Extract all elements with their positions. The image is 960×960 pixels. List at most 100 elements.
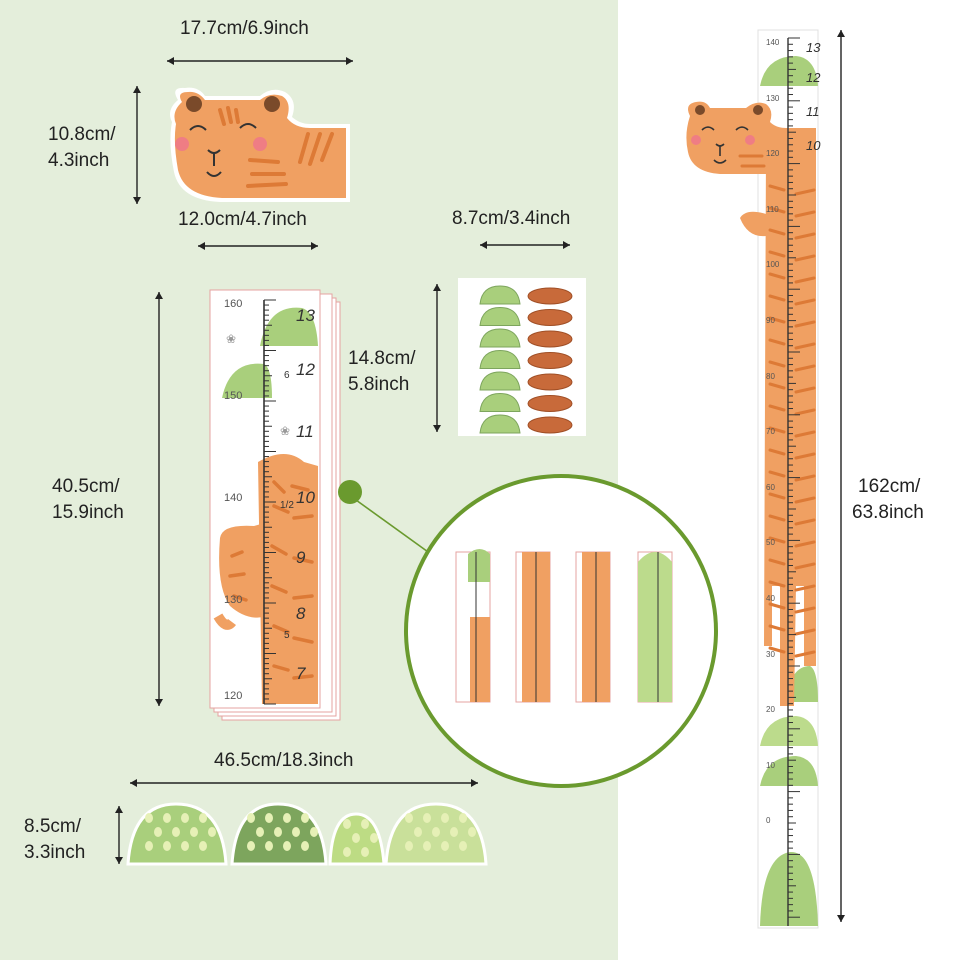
tall-cm-label: 0 [766,816,771,826]
strip-cm-label: 120 [224,690,243,702]
head-width-label: 17.7cm/6.9inch [180,18,309,39]
tall-cm-label: 20 [766,705,775,715]
tall-cm-label: 110 [766,204,779,214]
tall-cm-label: 10 [766,760,775,770]
tiger-stripe [794,188,816,196]
tiger-stripe [794,606,816,614]
strip-age-label: 7 [296,664,306,683]
bush-dot [181,841,189,851]
sticker-height-label-1: 14.8cm/ [348,348,416,369]
tiger-stripe [794,320,816,328]
bush-dot [199,841,207,851]
sticker-height-arrow [433,284,441,432]
total-height-label-1: 162cm/ [858,476,921,497]
tiger-stripe [768,338,786,346]
tiger-stripe [794,562,816,570]
bush-dot [154,827,162,837]
tiger-stripe [768,316,786,324]
tiger-stripe [768,646,786,654]
bush-dot [274,827,282,837]
bush-height-arrow [115,806,123,864]
strip-height-arrow [155,292,163,706]
ruler-strip-stack [208,286,348,726]
strip-feet-label: 5 [284,630,290,641]
bush-dot [265,813,273,823]
bush-sticker [479,285,521,305]
mini-bush [468,549,490,582]
strip-height-label-1: 40.5cm/ [52,476,120,497]
bush-sticker [479,392,521,412]
bush-dot [361,847,369,857]
bush-dot [343,819,351,829]
tiger-stripe [768,294,786,302]
tiger-stripe [768,382,786,390]
tiger-stripe [794,386,816,394]
strip-feet-label: 1/2 [280,500,294,511]
bush-dot [423,813,431,823]
sticker-width-label: 8.7cm/3.4inch [452,208,571,229]
bush-sticker [479,371,521,391]
bush-dot [459,813,467,823]
bush-dot [163,813,171,823]
bush-dot [256,827,264,837]
head-height-arrow [133,86,141,204]
tall-cm-label: 60 [766,482,775,492]
zoom-circle [402,472,720,790]
tiger-stripe [768,514,786,522]
tiger-stripe [794,298,816,306]
tall-age-label: 13 [806,40,821,55]
bush-dot [414,827,422,837]
bush-stickers [126,800,496,870]
tiger-stripe [794,232,816,240]
bush-dot [432,827,440,837]
tall-cm-label: 50 [766,538,775,548]
bush-dot [247,813,255,823]
strip-age-label: 11 [296,422,314,441]
bush-dot [301,813,309,823]
tiger-stripe [794,496,816,504]
bush-dot [405,813,413,823]
head-neck-width-arrow [198,242,318,250]
bush-height-label-1: 8.5cm/ [24,816,82,837]
tiger-stripe [768,536,786,544]
stripe-sticker [527,352,573,369]
total-height-arrow [837,30,845,922]
stripe-sticker [527,287,573,305]
bush-dot [343,847,351,857]
paw-icon: ❀ [226,332,237,346]
bush-dot [459,841,467,851]
head-height-label-2: 4.3inch [48,150,110,171]
tall-age-label: 12 [806,70,821,85]
bush-dot [283,813,291,823]
tiger-stripe [768,360,786,368]
tall-cm-label: 40 [766,594,775,603]
bush-sticker [479,306,521,326]
paw-icon: ❀ [280,424,291,438]
strip-age-label: 9 [296,548,306,567]
strip-height-label-2: 15.9inch [52,502,124,523]
tiger-stripe [768,448,786,456]
sticker-width-arrow [480,241,570,249]
bush-dot [441,841,449,851]
bush-sticker [479,328,521,348]
tiger-stripe [794,518,816,526]
tall-cm-label: 80 [766,371,775,381]
bush-dot [172,827,180,837]
tiger-stripe [768,426,786,434]
tiger-stripe [768,558,786,566]
tall-cm-label: 120 [766,149,780,159]
bush-dot [145,813,153,823]
tiger-stripe [794,650,816,658]
bush-sticker [479,414,521,434]
stripe-sticker [527,395,573,412]
bush-dot [370,833,378,843]
tall-cm-label: 130 [766,93,780,103]
strip-age-label: 10 [296,488,315,507]
bush-dot [247,841,255,851]
strip-cm-label: 130 [224,594,243,606]
tiger-head-sticker [160,82,355,207]
bush-dot [441,813,449,823]
bush-dot [405,841,413,851]
bush-sticker [479,349,521,369]
tiger-stripe [768,624,786,632]
